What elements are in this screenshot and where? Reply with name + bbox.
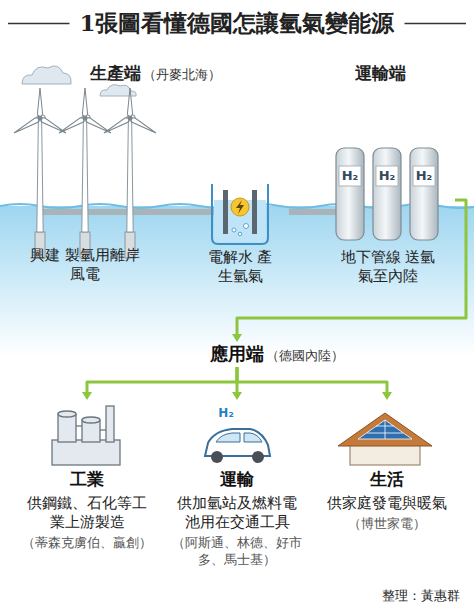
electrolysis-tank [214,200,266,242]
flow-arrow [232,200,466,342]
electrolysis-tank [231,198,249,216]
factory-icon [52,406,120,465]
flow-arrow [237,367,392,400]
arrow-head [232,334,242,342]
stage-caption: 地下管線 送氫氣至內陸 [321,140,455,286]
category-heading: 生活 [315,468,459,490]
arrow-head [82,392,92,400]
house-icon [338,413,432,446]
hydrogen-tank [410,148,438,240]
hub-subtitle: （德國內陸） [266,347,344,365]
house-icon [358,420,412,439]
category-description: 供加氫站及燃料電池用在交通工具 [171,494,303,532]
tank-label: H₂ [342,168,359,183]
hub-heading: 應用端 [210,342,264,366]
wind-turbine [13,88,68,258]
hydrogen-tank [336,148,364,240]
electrolysis-tank [238,232,242,236]
car-icon [216,433,240,442]
flow-line [87,367,237,393]
company-list: （博世家電） [318,516,456,533]
pipe-stub [189,209,214,215]
wind-turbine [13,88,158,258]
clouds [22,66,71,84]
car-icon [252,451,264,463]
node-text: 地下管線 送氫氣至內陸 [339,248,438,286]
hydrogen-tank [336,148,438,240]
gas-pipe-line [162,209,191,215]
car-icon [211,451,223,463]
factory-icon [100,429,106,430]
gas-pipe-line [289,209,321,215]
company-list: （阿斯通、林德、好市多、馬士基） [168,535,306,569]
section-heading: 運輸端 [355,62,406,85]
category-description: 供家庭發電與暖氣 [321,494,453,513]
factory-icon [76,425,82,426]
hydrogen-tank [373,148,401,240]
arrow-head [382,392,392,400]
factory-icon [58,414,76,442]
house-icon [338,413,432,465]
gas-pipe [289,212,321,213]
wind-turbine [58,88,113,258]
house-icon [350,445,420,465]
house-icon [385,420,386,439]
section-subtitle: （丹麥北海） [143,66,221,84]
hydrogen-tank [413,166,435,186]
stage-caption: 電解水 產生氫氣 [191,160,289,286]
node-text: 興建 製氫用離岸風電 [28,246,142,284]
electrolysis-tank [244,224,249,229]
electrolysis-tank [252,190,257,234]
factory-icon [106,406,114,442]
use-category: 運輸供加氫站及燃料電池用在交通工具（阿斯通、林德、好市多、馬士基） [165,400,309,569]
fuel-label: H₂ [218,406,233,420]
use-category: 生活供家庭發電與暖氣 （博世家電） [315,400,459,533]
diagram-title: 1張圖看懂德國怎讓氫氣變能源 [0,8,474,39]
gas-pipe [162,212,191,213]
hydrogen-tank [339,166,361,186]
factory-icon [52,440,120,465]
title-rule [405,23,466,25]
credit-note: 整理：黃惠群 [382,588,460,605]
flow-line [237,367,387,393]
pipe-stub [38,209,163,215]
category-description: 供鋼鐵、石化等工業上游製造 [21,494,153,532]
node-text: 電解水 產生氫氣 [206,248,275,286]
pipe-stub [319,209,338,215]
factory-icon [82,417,100,423]
electrolysis-tank [223,190,228,234]
electrolysis-tank [212,184,268,244]
company-list: （蒂森克虜伯、贏創） [18,535,156,552]
category-heading: 工業 [15,468,159,490]
electrolysis-tank [236,200,244,214]
car-icon [205,429,270,463]
electrolysis-tank [212,184,268,244]
stage-caption: 興建 製氫用離岸風電 [8,98,162,284]
section-heading: 生產端 [90,62,141,85]
factory-icon [58,411,76,417]
flow-line [237,200,466,335]
flow-arrow [82,367,237,400]
wind-turbine [103,88,158,258]
hydrogen-tank [376,166,398,186]
electrolysis-tank [232,228,236,232]
category-heading: 運輸 [165,468,309,490]
use-category: 工業供鋼鐵、石化等工業上游製造 （蒂森克虜伯、贏創） [15,400,159,552]
tank-label: H₂ [379,168,396,183]
car-icon [244,433,262,442]
title-rule [8,23,69,25]
tank-label: H₂ [416,168,433,183]
arrow-head [232,392,242,400]
application-hub: 應用端（德國內陸） [210,342,344,366]
